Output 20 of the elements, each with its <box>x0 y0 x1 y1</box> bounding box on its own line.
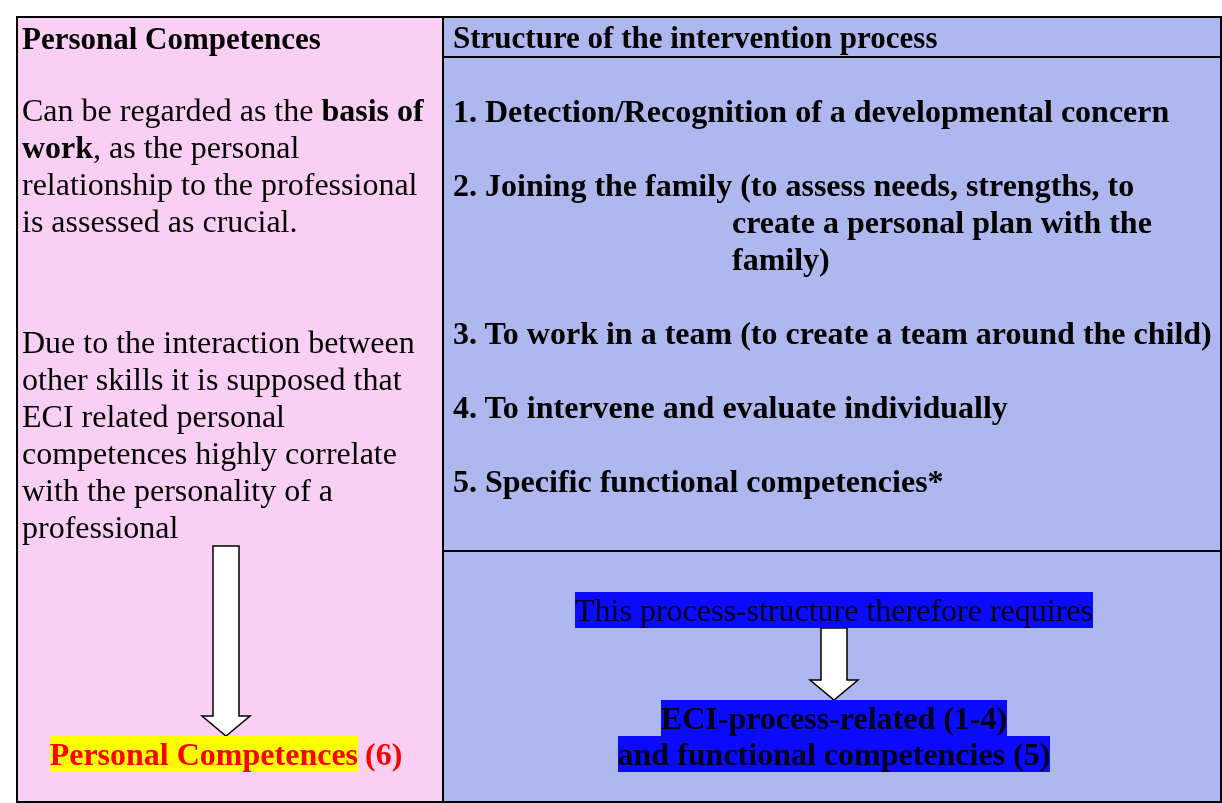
paragraph: Due to the interaction between other skills it is supposed that ECI related personal competences highly correlate with the personality of a professional <box>22 324 416 546</box>
list-item: 3. To work in a team (to create a team around the child) <box>453 315 1212 352</box>
number-label: (6) <box>365 736 403 772</box>
result-panel <box>442 550 1222 803</box>
block-arrow <box>807 627 861 701</box>
header-cell <box>442 16 1222 58</box>
block-arrow <box>199 545 253 737</box>
list-item: 1. Detection/Recognition of a developmental concern <box>453 93 1170 130</box>
highlighted-label: Personal Competences <box>49 736 359 772</box>
column-heading: Structure of the intervention process <box>453 20 938 56</box>
list-panel <box>442 56 1222 552</box>
highlighted-text: and functional competencies (5) <box>617 736 1051 772</box>
list-item: 5. Specific functional competencies* <box>453 463 944 500</box>
column-panel <box>16 16 444 803</box>
paragraph: Can be regarded as the basis of work, as the personal relationship to the professional is assessed as crucial. <box>22 92 425 240</box>
highlighted-text: ECI-process-related (1-4) <box>660 700 1008 736</box>
list-item: 2. Joining the family (to assess needs, strengths, to create a personal plan with the family) <box>453 167 1153 278</box>
list-item: 4. To intervene and evaluate individually <box>453 389 1008 426</box>
column-heading: Personal Competences <box>22 21 321 57</box>
highlighted-text: This process-structure therefore requires <box>575 592 1093 628</box>
